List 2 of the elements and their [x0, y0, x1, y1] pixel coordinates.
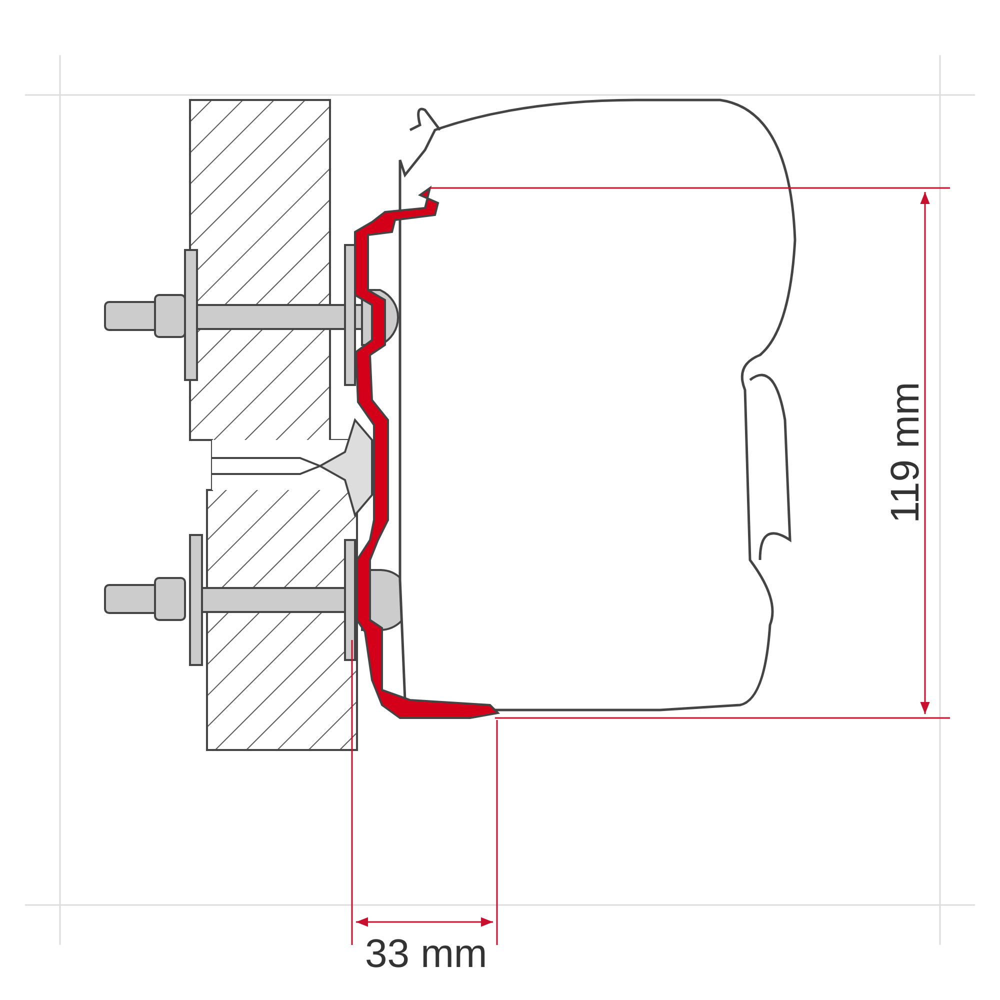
dimension-label: 33 mm [365, 932, 488, 977]
dimension-label: 119 mm [883, 382, 928, 524]
